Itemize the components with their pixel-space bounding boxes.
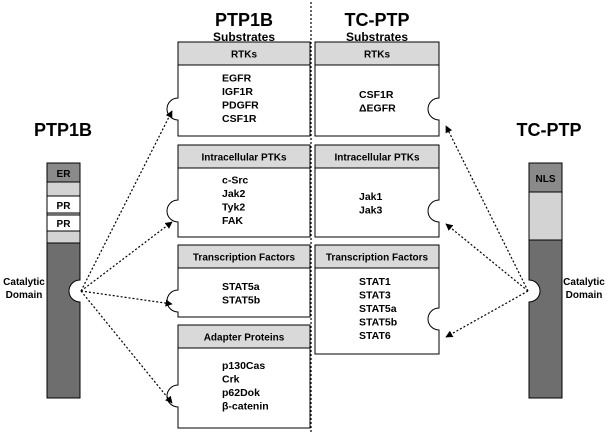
substrate-item-stat3: STAT3 [359,290,391,302]
arrow-to-rtks [445,125,529,292]
substrate-item-catenin: β-catenin [222,400,269,412]
tcptp-substrates-subtitle: Substrates [346,30,408,44]
arrow-to-transcription-factors [80,290,173,307]
substrate-item-stat6: STAT6 [359,330,391,342]
tcptp-arrows [445,125,529,338]
substrate-item-jak1: Jak1 [359,191,383,203]
er-label: ER [57,169,72,180]
substrate-item-p130cas: p130Cas [222,360,265,372]
box-body [314,167,440,238]
substrate-item-igf1r: IGF1R [222,86,253,98]
tcptp-catalytic-label: Catalytic [563,277,605,288]
box-header-label: RTKs [231,50,258,61]
light-segment [528,191,563,241]
substrate-item-stat5a: STAT5a [222,281,260,293]
arrow-to-rtks [80,110,173,292]
box-body [314,64,440,137]
ptp1b-arrows [80,110,173,404]
substrate-item-stat1: STAT1 [359,276,391,288]
arrow-to-transcription-factors [445,290,529,338]
box-header-label: RTKs [364,50,391,61]
pr-label-1: PR [57,201,72,212]
catalytic-domain-segment [46,242,81,399]
substrate-item-csf1r: CSF1R [222,113,257,125]
substrate-item-stat5a: STAT5a [359,303,397,315]
ptp1b-protein-bar: ER PR PR [46,162,81,399]
ptp1b-substrates-subtitle: Substrates [213,30,275,44]
light-segment [46,230,81,244]
substrate-item-pdgfr: PDGFR [222,99,259,111]
substrate-item-c-src: c-Src [222,174,248,186]
box-body [166,167,311,238]
nls-label: NLS [536,174,556,185]
box-header-label: Transcription Factors [326,253,429,264]
substrate-item-stat5b: STAT5b [359,317,397,329]
substrate-item-stat5b: STAT5b [222,294,260,306]
tcptp-substrates-title: TC-PTP [345,10,410,30]
box-body [314,267,440,355]
tcptp-protein-bar: NLS [528,162,563,399]
box-header-label: Intracellular PTKs [201,153,286,164]
pr-label-2: PR [57,219,72,230]
arrow-to-intracellular-ptks [80,221,173,292]
box-header-label: Intracellular PTKs [334,153,419,164]
tcptp-domain-label: Domain [566,290,603,301]
ptp1b-catalytic-label: Catalytic [3,277,45,288]
arrow-to-intracellular-ptks [445,223,529,292]
tcptp-protein-label: TC-PTP [517,120,582,140]
box-header-label: Transcription Factors [193,253,296,264]
substrate-item-csf1r: CSF1R [359,89,394,101]
substrate-box-transcription-factors: Transcription FactorsSTAT1STAT3STAT5aSTA… [314,244,440,355]
substrate-item-crk: Crk [222,373,240,385]
arrow-to-adapter-proteins [80,290,173,404]
substrate-item-jak2: Jak2 [222,188,246,200]
substrate-item-fak: FAK [222,215,243,227]
substrate-item-egfr: ΔEGFR [359,102,396,114]
ptp1b-domain-label: Domain [6,290,43,301]
ptp1b-protein-label: PTP1B [34,120,92,140]
catalytic-domain-segment [528,239,563,399]
substrate-item-jak3: Jak3 [359,204,383,216]
light-segment [46,181,81,197]
ptp1b-substrates-title: PTP1B [215,10,273,30]
substrate-item-egfr: EGFR [222,72,252,84]
box-header-label: Adapter Proteins [204,333,285,344]
substrate-item-tyk2: Tyk2 [222,201,245,213]
substrate-item-p62dok: p62Dok [222,387,260,399]
